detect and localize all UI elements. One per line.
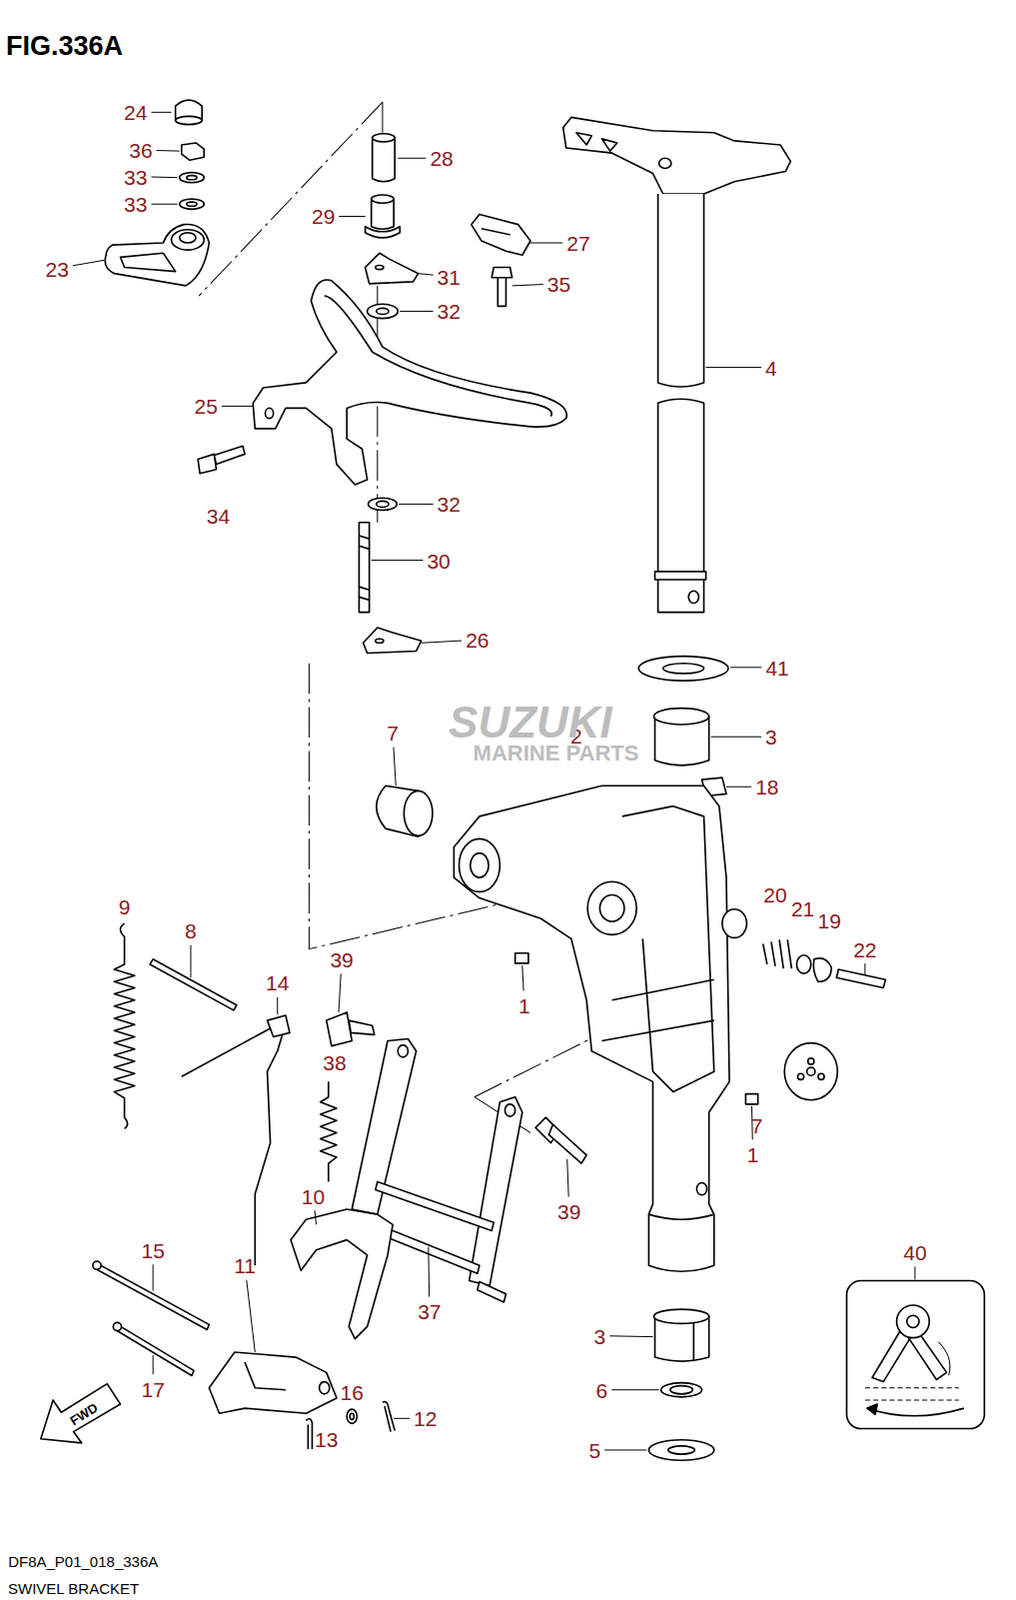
callout-number: 29 <box>311 205 335 227</box>
callout-number: 15 <box>140 1238 164 1260</box>
callout-number: 21 <box>791 897 815 919</box>
leader-line <box>150 111 171 113</box>
callout-number: 4 <box>765 356 778 378</box>
watermark-text: SUZUKI <box>448 700 613 745</box>
friction-lever <box>104 223 209 285</box>
leader-line <box>421 640 462 643</box>
leader-line <box>399 310 433 312</box>
callout-number: 28 <box>429 147 453 169</box>
callout-number: 26 <box>465 629 489 651</box>
leader-line <box>338 215 365 217</box>
leader-line <box>150 176 177 179</box>
leader-line <box>338 973 341 1013</box>
callout-number: 11 <box>233 1254 256 1276</box>
callout-number: 7 <box>751 1114 764 1136</box>
leader-line <box>522 965 524 991</box>
callout-number: 8 <box>184 920 197 942</box>
leader-line <box>150 203 177 205</box>
leader-line <box>418 273 434 275</box>
leader-line <box>711 736 762 738</box>
callout-number: 7 <box>386 722 399 744</box>
leader-line <box>276 997 278 1015</box>
leader-line <box>156 149 180 152</box>
handle-bracket <box>252 279 567 485</box>
steering-shaft <box>563 116 792 194</box>
callout-number: 35 <box>547 272 571 294</box>
leader-line <box>609 1334 653 1337</box>
callout-number: 33 <box>123 165 147 187</box>
callout-number: 16 <box>340 1380 364 1402</box>
callout-number: 6 <box>596 1378 609 1400</box>
leader-line <box>864 963 866 975</box>
figure-caption: SWIVEL BRACKET <box>7 1580 139 1596</box>
leader-line <box>427 1246 430 1297</box>
callout-number: 36 <box>128 139 152 161</box>
callout-number: 23 <box>44 257 68 279</box>
leader-line <box>706 366 763 368</box>
leader-line <box>152 1354 154 1374</box>
leader-line <box>567 1158 569 1197</box>
figure-title: FIG.336A <box>5 32 123 60</box>
callout-number: 40 <box>903 1240 927 1262</box>
callout-number: 39 <box>557 1200 581 1222</box>
callout-number: 32 <box>437 300 461 322</box>
callout-number: 13 <box>314 1427 338 1449</box>
leader-line <box>371 559 424 561</box>
callout-number: 1 <box>518 994 531 1016</box>
callout-number: 32 <box>437 493 461 515</box>
callout-number: 37 <box>417 1300 441 1322</box>
leader-line <box>314 1209 317 1224</box>
callout-number: 5 <box>588 1438 601 1460</box>
callout-number: 30 <box>426 549 450 571</box>
leader-line <box>914 1265 916 1279</box>
leader-line <box>730 666 762 668</box>
callout-number: 9 <box>118 895 131 917</box>
decal <box>847 1279 986 1428</box>
leader-line <box>604 1448 647 1450</box>
callout-number: 27 <box>566 232 590 254</box>
callout-number: 20 <box>763 884 787 906</box>
callout-number: 14 <box>265 972 289 994</box>
callout-number: 19 <box>817 910 841 932</box>
leader-line <box>397 157 426 159</box>
watermark-text: MARINE PARTS <box>473 742 640 765</box>
leader-line <box>393 1417 410 1419</box>
nut <box>181 142 204 160</box>
leader-line <box>246 1279 256 1352</box>
callout-number: 31 <box>437 265 461 287</box>
callout-number: 41 <box>765 656 789 678</box>
leader-line <box>72 259 104 265</box>
callout-number: 39 <box>329 948 353 970</box>
callout-number: 3 <box>594 1324 607 1346</box>
callout-number: 22 <box>853 938 877 960</box>
leader-line <box>398 503 433 505</box>
callout-number: 24 <box>123 101 147 123</box>
callout-number: 33 <box>123 193 147 215</box>
callout-number: 17 <box>140 1377 164 1399</box>
forward-arrow <box>40 1383 121 1443</box>
leader-line <box>512 284 544 286</box>
callout-number: 12 <box>413 1407 437 1429</box>
leader-line <box>189 945 191 978</box>
callout-number: 38 <box>322 1050 346 1072</box>
leader-line <box>611 1388 659 1390</box>
callout-number: 3 <box>765 726 778 748</box>
drawing-id: DF8A_P01_018_336A <box>7 1553 158 1569</box>
leader-line <box>393 747 396 787</box>
callout-number: 34 <box>206 504 230 526</box>
callout-number: 1 <box>747 1142 760 1164</box>
leader-line <box>726 786 752 788</box>
direction-label: FWD <box>67 1400 100 1428</box>
leader-line <box>152 1263 154 1290</box>
leader-line <box>530 242 563 244</box>
callout-number: 25 <box>194 395 218 417</box>
callout-number: 18 <box>755 776 779 798</box>
leader-line <box>221 405 253 407</box>
callout-number: 10 <box>301 1184 325 1206</box>
